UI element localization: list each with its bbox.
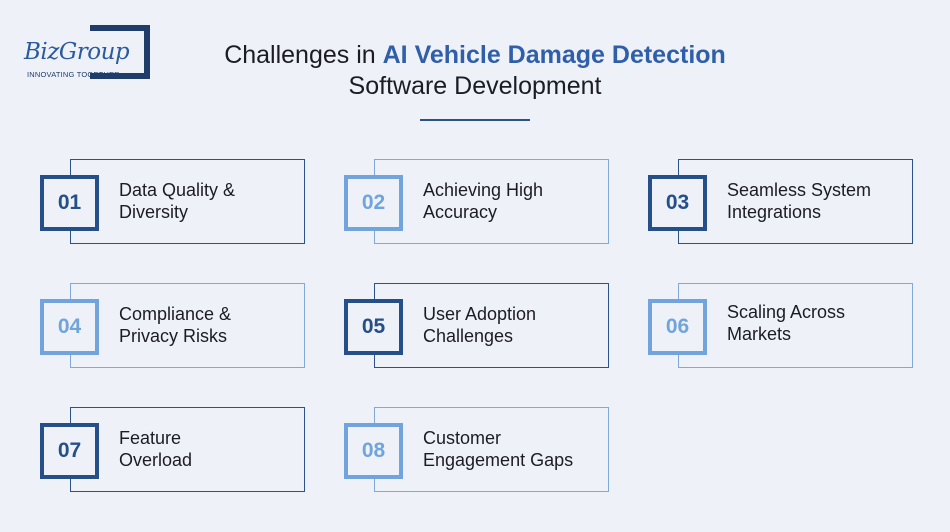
card-box	[374, 159, 609, 244]
card-number: 07	[40, 423, 99, 479]
card-number: 02	[344, 175, 403, 231]
logo-frame	[90, 25, 150, 79]
card-number: 03	[648, 175, 707, 231]
card-box	[678, 159, 913, 244]
card-box	[70, 159, 305, 244]
card-box	[70, 407, 305, 492]
card-number: 04	[40, 299, 99, 355]
card-label: Data Quality &Diversity	[119, 180, 236, 222]
card-number: 08	[344, 423, 403, 479]
card-box	[374, 407, 609, 492]
title-highlight: AI Vehicle Damage Detection	[382, 41, 726, 69]
title-underline	[420, 119, 530, 121]
logo-tagline: INNOVATING TOGETHER	[27, 70, 120, 79]
card-label: Compliance &Privacy Risks	[119, 304, 232, 346]
challenge-card-01: 01 Data Quality &Diversity	[40, 159, 305, 244]
challenge-card-04: 04 Compliance &Privacy Risks	[40, 283, 305, 368]
logo-name: BizGroup	[24, 39, 132, 65]
bizgroup-logo: BizGroup INNOVATING TOGETHER	[22, 25, 157, 83]
title-prefix: Challenges in	[224, 41, 383, 69]
card-number: 06	[648, 299, 707, 355]
card-number: 01	[40, 175, 99, 231]
card-box	[678, 283, 913, 368]
page-title: Challenges in AI Vehicle Damage Detectio…	[0, 40, 950, 102]
card-number: 05	[344, 299, 403, 355]
title-line2: Software Development	[348, 72, 602, 100]
